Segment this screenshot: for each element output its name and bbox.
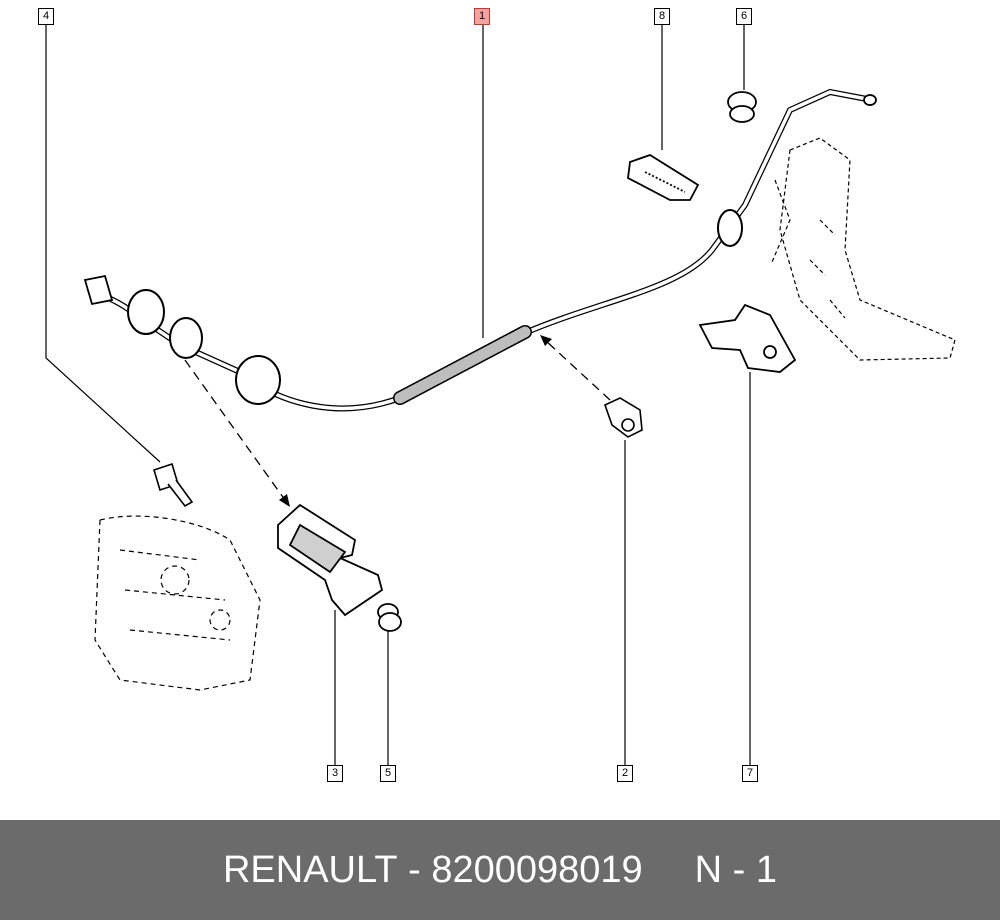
ref-label: N - 1 bbox=[694, 848, 778, 891]
callout-7: 7 bbox=[742, 765, 758, 782]
assembly-arrows bbox=[184, 339, 611, 501]
callout-1: 1 bbox=[474, 8, 490, 25]
arrow-head-bracket bbox=[279, 494, 290, 507]
callout-6: 6 bbox=[736, 8, 752, 25]
separator: - bbox=[408, 848, 421, 891]
callout-8: 8 bbox=[654, 8, 670, 25]
bracket-7 bbox=[698, 303, 797, 373]
clutch-cable bbox=[83, 88, 877, 412]
callout-5: 5 bbox=[380, 765, 396, 782]
nut-5 bbox=[377, 603, 402, 632]
leader-lines bbox=[45, 25, 751, 765]
part-number: 8200098019 bbox=[431, 848, 643, 891]
leader-line-4 bbox=[45, 25, 161, 463]
arrow-clip-to-cable bbox=[544, 339, 611, 401]
callout-4: 4 bbox=[38, 8, 54, 25]
parts-diagram bbox=[45, 25, 956, 765]
arrow-head-cable bbox=[540, 335, 552, 346]
clip-2 bbox=[604, 397, 643, 438]
arrow-cable-to-bracket bbox=[184, 359, 286, 501]
callout-2: 2 bbox=[617, 765, 633, 782]
gearbox-housing bbox=[94, 515, 261, 691]
brand-label: RENAULT bbox=[222, 848, 398, 891]
pedal-assembly bbox=[771, 137, 956, 361]
callout-3: 3 bbox=[327, 765, 343, 782]
footer-bar: RENAULT - 8200098019 N - 1 bbox=[0, 820, 1000, 920]
bracket-3 bbox=[277, 503, 384, 617]
bolt-4 bbox=[153, 462, 194, 508]
pad-8 bbox=[627, 154, 700, 201]
grommet-6 bbox=[727, 91, 757, 123]
